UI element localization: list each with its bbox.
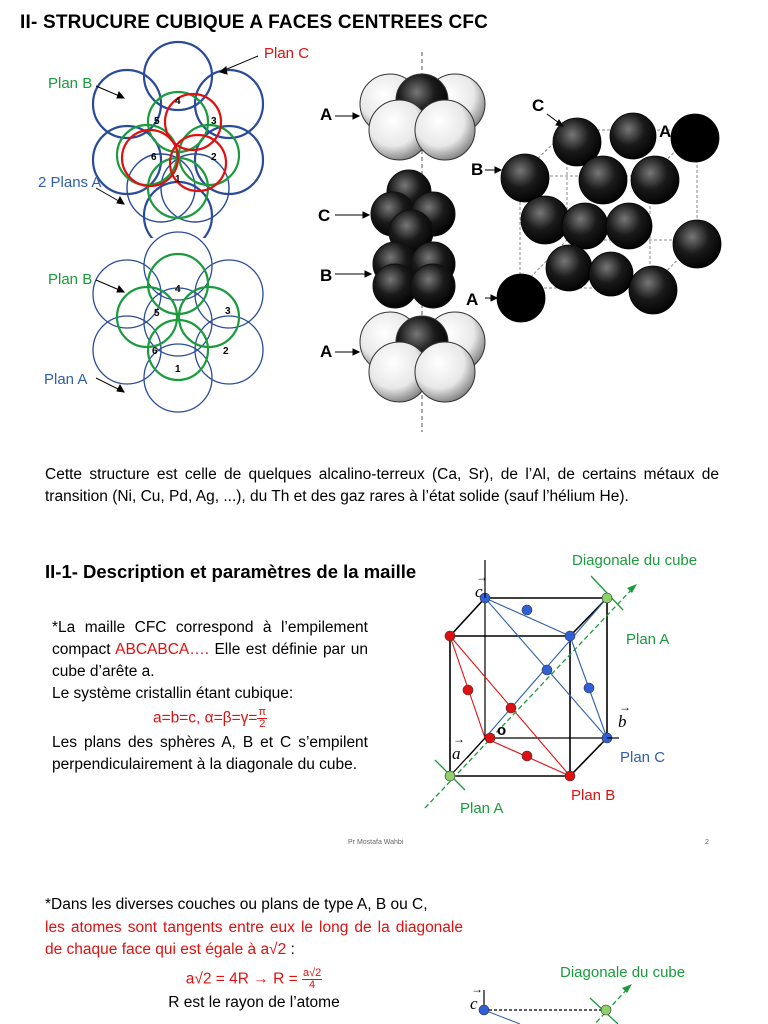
stack-label-c: C (318, 206, 331, 225)
sphere-stack-illustration (335, 52, 486, 432)
layer-b (372, 241, 456, 309)
page2-vector-c-text: c (470, 994, 478, 1013)
page2-diagonal-label: Diagonale du cube (560, 964, 686, 981)
plan-a-bottom-label: Plan A (460, 800, 504, 817)
footer-author: Pr Mostafa Wahbi (348, 839, 404, 846)
formula-numerator: π (257, 706, 268, 719)
footer-page-number: 2 (705, 839, 709, 846)
site-number-1: 1 (175, 174, 181, 185)
description-line-2: Le système cristallin étant cubique: (52, 685, 294, 702)
cube-label-c: C (532, 96, 545, 115)
site-number-6: 6 (151, 152, 157, 163)
site-number-4: 4 (175, 96, 181, 107)
plan-c-label: Plan C (264, 45, 310, 62)
page2-colon: : (286, 941, 295, 958)
radius-formula-numerator: a√2 (301, 966, 323, 980)
stacking-sequence: ABCABCA…. (115, 641, 210, 658)
cube-label-a-top: A (659, 122, 672, 141)
line1-prefix: *La maille CFC correspond à l’empilement… (52, 619, 368, 658)
vector-a-text: a (452, 744, 461, 763)
radius-formula-left: a√2 = 4R → R = (185, 970, 302, 988)
site-number-2: 2 (211, 152, 217, 163)
page-title: II- STRUCURE CUBIQUE A FACES CENTREES CF… (20, 12, 489, 33)
layer-a-top (359, 73, 486, 161)
cube-label-a-bottom: A (466, 290, 479, 309)
vector-c-label: →c (475, 570, 488, 601)
cell-description: *La maille CFC correspond à l’empilement… (52, 617, 368, 776)
line1-suffix: Elle est définie par un cube d’arête a. (52, 641, 369, 680)
plan-b-label: Plan B (48, 75, 93, 92)
plane-a-circles (91, 40, 265, 238)
section-heading: II-1- Description et paramètres de la ma… (45, 561, 417, 582)
plane-c-circles (120, 92, 228, 193)
site-number-3: 3 (211, 116, 217, 127)
cube-diagonal (424, 587, 634, 809)
plans-a-label: 2 Plans A (38, 174, 102, 191)
site-number-5: 5 (154, 116, 160, 127)
formula-text: a=b=c, α=β=γ= (152, 709, 258, 727)
site-number-4-b: 4 (175, 284, 181, 295)
plane-stacking-diagram-abc: 4 5 3 6 2 1 (91, 40, 265, 238)
vector-b-label: →b (618, 700, 631, 731)
vector-c-text: c (475, 582, 483, 601)
cube-diagonal-label: Diagonale du cube (572, 552, 698, 569)
intro-paragraph: Cette structure est celle de quelques al… (45, 466, 719, 505)
page2-vector-c-label: →c (470, 982, 483, 1013)
page2-text: *Dans les diverses couches ou plans de t… (45, 894, 463, 1014)
fcc-sphere-cube (485, 112, 722, 323)
radius-note: R est le rayon de l’atome (168, 993, 340, 1011)
page2-red-text: les atomes sont tangents entre eux le lo… (45, 917, 463, 962)
tangent-atoms-text: les atomes sont tangents entre eux le lo… (45, 918, 463, 959)
site-number-6-b: 6 (152, 346, 158, 357)
page2-line-1: *Dans les diverses couches ou plans de t… (45, 896, 428, 913)
plane-stacking-diagram-ab: 4 5 3 6 2 1 (92, 231, 264, 413)
fcc-cell-diagram (424, 560, 637, 809)
stack-label-b: B (320, 266, 333, 285)
layer-c (370, 169, 456, 255)
description-line-1: *La maille CFC correspond à l’empilement… (52, 617, 368, 683)
plan-a-top-label: Plan A (626, 631, 670, 648)
site-number-2-b: 2 (223, 346, 229, 357)
description-line-3: Les plans des sphères A, B et C s’empile… (52, 734, 368, 773)
radius-formula-denominator: 4 (309, 978, 316, 991)
plan-b-cube-label: Plan B (571, 787, 616, 804)
layer-a-bottom (359, 311, 486, 403)
stack-label-a-bottom: A (320, 342, 333, 361)
site-number-3-b: 3 (225, 306, 231, 317)
plan-b-label-2: Plan B (48, 271, 93, 288)
plan-a-label-2: Plan A (44, 371, 88, 388)
site-number-1-b: 1 (175, 364, 181, 375)
origin-label: o (497, 722, 507, 739)
vector-b-text: b (618, 712, 627, 731)
cube-label-b: B (471, 160, 484, 179)
plan-c-cube-label: Plan C (620, 749, 666, 766)
vector-a-label: →a (452, 732, 465, 763)
formula-denominator: 2 (259, 718, 266, 730)
cube-atoms (444, 592, 613, 782)
stack-label-a-top: A (320, 105, 333, 124)
partial-cube-diagram (478, 984, 632, 1024)
site-number-5-b: 5 (154, 308, 160, 319)
